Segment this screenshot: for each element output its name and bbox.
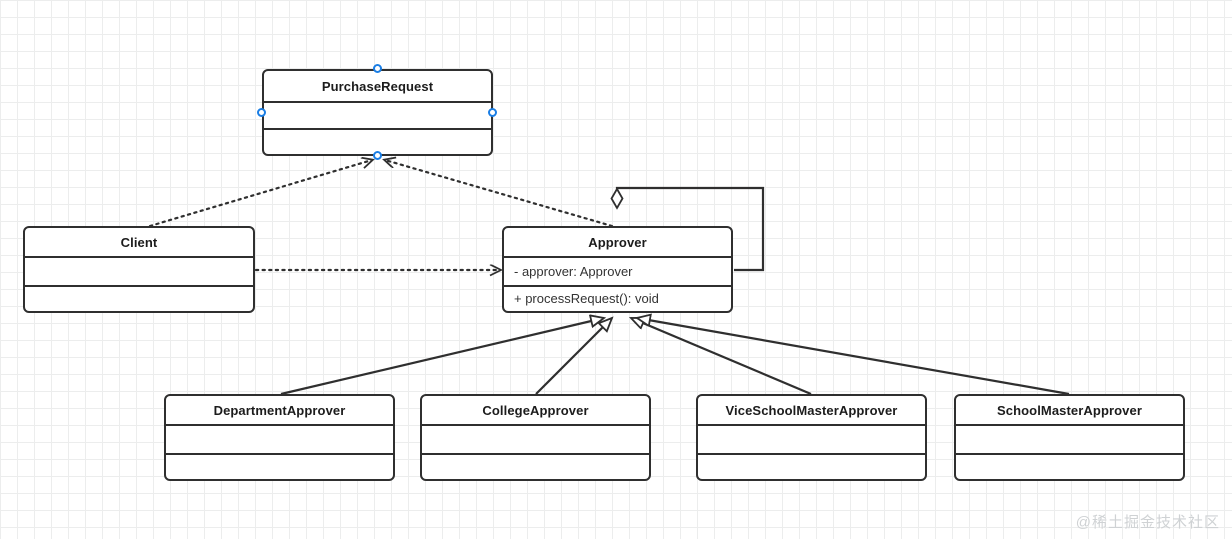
edge-viceschoolmasterapprover-extends-approver bbox=[631, 318, 812, 396]
class-attributes-vice-school-master-approver bbox=[698, 426, 925, 455]
selection-handle-right[interactable] bbox=[488, 108, 497, 117]
class-attributes-department-approver bbox=[166, 426, 393, 455]
class-name-client: Client bbox=[25, 228, 253, 259]
class-name-school-master-approver: SchoolMasterApprover bbox=[956, 396, 1183, 427]
class-attributes-college-approver bbox=[422, 426, 649, 455]
class-attributes-school-master-approver bbox=[956, 426, 1183, 455]
class-operations-client bbox=[25, 287, 253, 311]
class-name-purchase-request: PurchaseRequest bbox=[264, 71, 491, 104]
class-box-vice-school-master-approver[interactable]: ViceSchoolMasterApprover bbox=[696, 394, 927, 481]
class-operations-department-approver bbox=[166, 455, 393, 479]
class-operation-approver-processrequest: + processRequest(): void bbox=[514, 291, 659, 307]
class-attributes-client bbox=[25, 258, 253, 287]
class-name-department-approver: DepartmentApprover bbox=[166, 396, 393, 427]
class-box-department-approver[interactable]: DepartmentApprover bbox=[164, 394, 395, 481]
edge-approver-uses-purchaserequest bbox=[385, 160, 614, 228]
edge-client-uses-purchaserequest bbox=[148, 160, 372, 228]
class-box-college-approver[interactable]: CollegeApprover bbox=[420, 394, 651, 481]
edge-collegeapprover-extends-approver bbox=[535, 318, 612, 395]
watermark: @稀土掘金技术社区 bbox=[1075, 514, 1220, 531]
class-name-college-approver: CollegeApprover bbox=[422, 396, 649, 427]
class-attribute-approver-field: - approver: Approver bbox=[504, 258, 731, 287]
selection-handle-bottom[interactable] bbox=[373, 151, 382, 160]
class-box-school-master-approver[interactable]: SchoolMasterApprover bbox=[954, 394, 1185, 481]
class-attributes-purchase-request bbox=[264, 103, 491, 130]
edge-departmentapprover-extends-approver bbox=[280, 318, 604, 396]
class-box-client[interactable]: Client bbox=[23, 226, 255, 313]
class-box-purchase-request[interactable]: PurchaseRequest bbox=[262, 69, 493, 156]
class-name-approver: Approver bbox=[504, 228, 731, 259]
selection-handle-left[interactable] bbox=[257, 108, 266, 117]
class-operations-vice-school-master-approver bbox=[698, 455, 925, 479]
class-operations-school-master-approver bbox=[956, 455, 1183, 479]
class-operations-college-approver bbox=[422, 455, 649, 479]
edge-schoolmasterapprover-extends-approver bbox=[637, 318, 1070, 396]
class-box-approver[interactable]: Approver - approver: Approver + processR… bbox=[502, 226, 733, 313]
selection-handle-top[interactable] bbox=[373, 64, 382, 73]
class-name-vice-school-master-approver: ViceSchoolMasterApprover bbox=[698, 396, 925, 427]
